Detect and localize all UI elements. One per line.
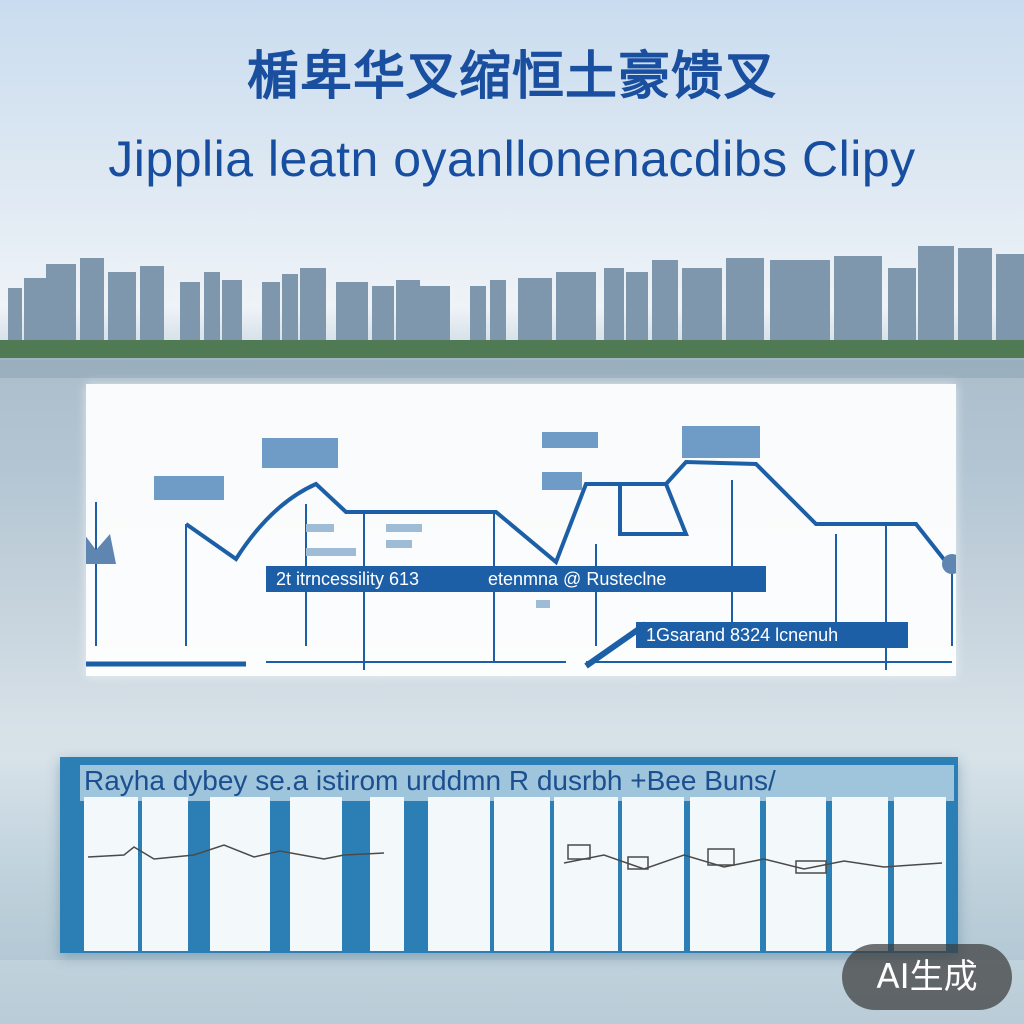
route-label-b: etenmna @ Rusteclne bbox=[478, 566, 766, 592]
title-english: Jipplia leatn oyanllonenacdibs Clipy bbox=[108, 131, 916, 187]
timeline-columns bbox=[84, 797, 946, 951]
title-chinese: 楯卑华叉缩恒土豪馈叉 bbox=[246, 47, 777, 107]
timeline-panel: Rayha dybey se.a istirom urddmn R dusrbh… bbox=[60, 757, 958, 953]
ai-generated-badge: AI生成 bbox=[842, 944, 1012, 1010]
timeline-header: Rayha dybey se.a istirom urddmn R dusrbh… bbox=[80, 765, 954, 801]
city-skyline bbox=[0, 246, 1024, 378]
route-label-c: 1Gsarand 8324 lcnenuh bbox=[636, 622, 908, 648]
route-diagram bbox=[86, 426, 956, 670]
diagram-panel: 2t itrncessility 613 etenmna @ Rusteclne… bbox=[86, 384, 956, 676]
route-label-a: 2t itrncessility 613 bbox=[266, 566, 486, 592]
